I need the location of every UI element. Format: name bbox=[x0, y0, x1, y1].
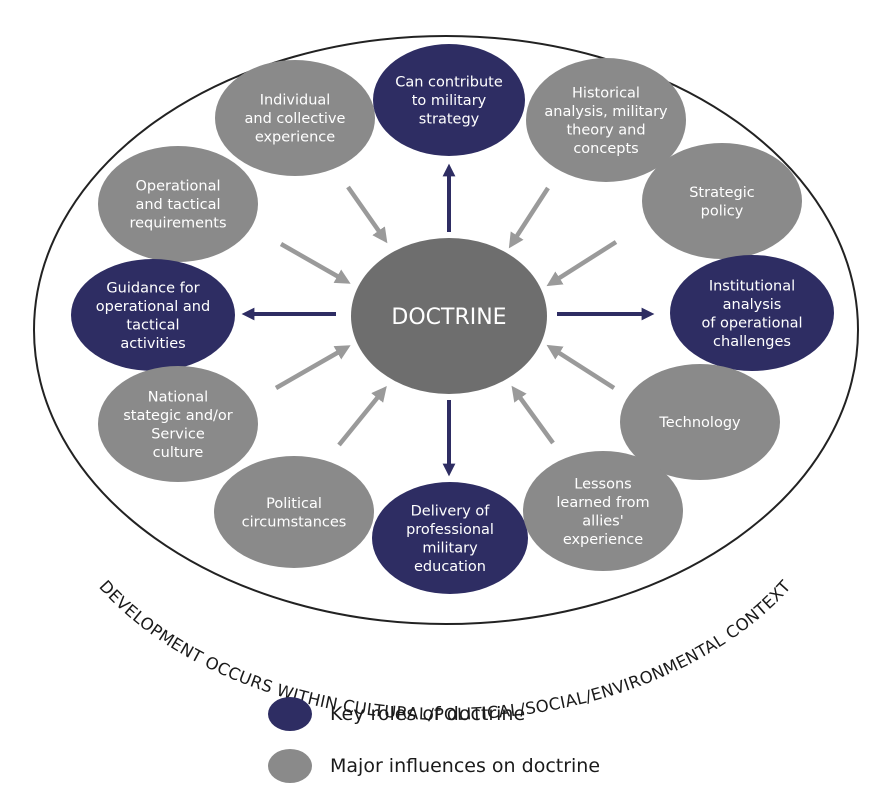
node-political-circumstances: Political circumstances bbox=[214, 456, 374, 568]
node-label-line: and tactical bbox=[135, 197, 220, 213]
node-historical-analysis: Historical analysis, military theory and co… bbox=[526, 58, 686, 182]
node-label-line: theory and bbox=[566, 122, 645, 138]
arrow-from-political bbox=[337, 386, 387, 447]
legend-swatch-influence bbox=[268, 749, 312, 783]
node-delivery-professional-education: Delivery of professional military education bbox=[372, 482, 528, 594]
node-label-line: analysis, military bbox=[544, 104, 668, 120]
node-label: Guidance for operational and tactical activ… bbox=[96, 280, 210, 352]
node-contribute-military-strategy: Can contribute to military strategy bbox=[373, 44, 525, 156]
node-technology: Technology bbox=[620, 364, 780, 480]
node-label: Historical analysis, military theory and co… bbox=[544, 85, 668, 157]
node-label: Delivery of professional military education bbox=[406, 503, 494, 575]
arrows-layer bbox=[241, 163, 655, 477]
node-ellipse bbox=[373, 44, 525, 156]
node-label-line: Operational bbox=[135, 179, 220, 195]
node-label-line: professional bbox=[406, 522, 494, 538]
node-label-line: and collective bbox=[245, 111, 346, 127]
arrow-from-historical bbox=[508, 186, 550, 249]
node-label-line: requirements bbox=[129, 216, 226, 232]
node-label-line: Institutional bbox=[709, 278, 795, 294]
node-individual-collective-experience: Individual and collective experience bbox=[215, 60, 375, 176]
node-ellipse bbox=[214, 456, 374, 568]
node-ellipse bbox=[670, 255, 834, 371]
node-label-line: education bbox=[414, 559, 486, 575]
node-label-line: Service bbox=[151, 426, 205, 442]
node-label-line: experience bbox=[563, 532, 643, 548]
node-ellipse bbox=[215, 60, 375, 176]
node-label: Lessons learned from allies' experience bbox=[556, 476, 649, 548]
node-label: Operational and tactical requirements bbox=[129, 179, 226, 232]
node-label-line: Lessons bbox=[574, 476, 631, 492]
doctrine-center bbox=[351, 238, 547, 394]
node-label-line: challenges bbox=[713, 334, 791, 350]
node-label-line: strategy bbox=[419, 112, 480, 128]
node-label: Individual and collective experience bbox=[245, 93, 346, 146]
node-label-line: stategic and/or bbox=[123, 408, 233, 424]
node-label-line: Strategic bbox=[689, 185, 755, 201]
node-ellipse bbox=[523, 451, 683, 571]
node-label-line: Guidance for bbox=[106, 280, 199, 296]
node-label: Strategic policy bbox=[689, 185, 755, 220]
legend-item-influences: Major influences on doctrine bbox=[268, 740, 600, 792]
node-label-line: policy bbox=[701, 203, 744, 219]
node-label-line: military bbox=[422, 540, 478, 556]
node-label: Can contribute to military strategy bbox=[395, 75, 503, 128]
doctrine-label: DOCTRINE bbox=[391, 305, 506, 330]
node-label: Political circumstances bbox=[242, 496, 347, 531]
node-lessons-learned-allies: Lessons learned from allies' experience bbox=[523, 451, 683, 571]
node-label-line: analysis bbox=[723, 297, 782, 313]
node-label: Technology bbox=[658, 415, 741, 431]
node-label-line: Technology bbox=[658, 415, 741, 431]
node-label-line: activities bbox=[120, 336, 185, 352]
node-label-line: Individual bbox=[260, 93, 331, 109]
node-label-line: Can contribute bbox=[395, 75, 503, 91]
node-label-line: National bbox=[148, 389, 208, 405]
legend-label: Key roles of doctrine bbox=[330, 703, 526, 725]
node-institutional-analysis: Institutional analysis of operational chall… bbox=[670, 255, 834, 371]
node-operational-tactical-requirements: Operational and tactical requirements bbox=[98, 146, 258, 262]
arrow-from-technology bbox=[546, 344, 616, 390]
arrow-from-requirements bbox=[279, 242, 351, 284]
node-ellipse bbox=[71, 259, 235, 371]
node-label-line: experience bbox=[255, 130, 335, 146]
node-label-line: concepts bbox=[573, 141, 638, 157]
legend: Key roles of doctrine Major influences o… bbox=[268, 688, 600, 792]
node-label-line: allies' bbox=[582, 513, 623, 529]
node-ellipse bbox=[526, 58, 686, 182]
arrow-from-policy bbox=[546, 240, 618, 287]
node-strategic-policy: Strategic policy bbox=[642, 143, 802, 259]
node-label-line: tactical bbox=[126, 317, 179, 333]
node-label-line: Delivery of bbox=[411, 503, 491, 519]
node-ellipse bbox=[620, 364, 780, 480]
nodes-layer: Individual and collective experience Can co… bbox=[71, 44, 834, 594]
arrow-from-experience bbox=[346, 185, 388, 244]
node-label-line: learned from bbox=[556, 495, 649, 511]
node-ellipse bbox=[642, 143, 802, 259]
node-guidance-operational-tactical: Guidance for operational and tactical activ… bbox=[71, 259, 235, 371]
arrow-from-culture bbox=[274, 345, 351, 390]
node-label-line: circumstances bbox=[242, 514, 347, 530]
node-ellipse bbox=[98, 146, 258, 262]
node-label-line: Political bbox=[266, 496, 322, 512]
node-label-line: to military bbox=[412, 93, 487, 109]
legend-swatch-key bbox=[268, 697, 312, 731]
legend-item-key-roles: Key roles of doctrine bbox=[268, 688, 600, 740]
context-boundary bbox=[33, 35, 859, 625]
node-ellipse bbox=[98, 366, 258, 482]
node-label-line: Historical bbox=[572, 85, 640, 101]
node-label-line: of operational bbox=[701, 315, 802, 331]
node-label: Institutional analysis of operational chall… bbox=[701, 278, 802, 350]
node-label-line: culture bbox=[153, 445, 204, 461]
arrow-from-lessons bbox=[511, 385, 555, 445]
legend-label: Major influences on doctrine bbox=[330, 755, 601, 777]
node-ellipse bbox=[372, 482, 528, 594]
node-label-line: operational and bbox=[96, 299, 210, 315]
